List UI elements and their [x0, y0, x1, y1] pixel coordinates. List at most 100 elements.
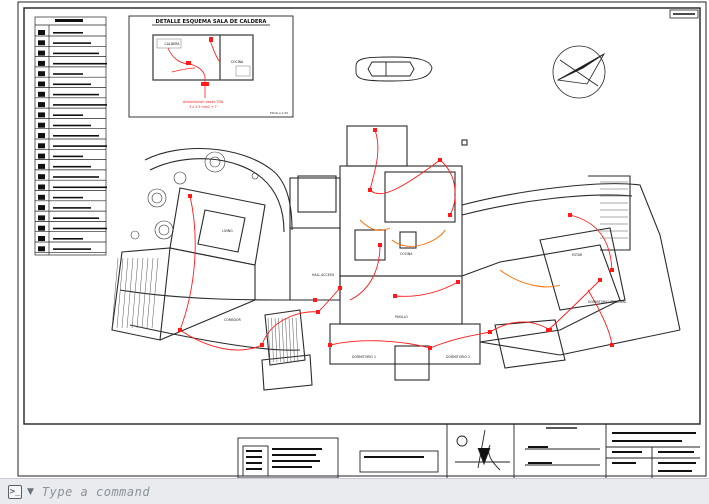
legend-description-bar [53, 42, 91, 44]
legend-symbol-icon [38, 163, 45, 169]
boiler-room-detail: DETALLE ESQUEMA SALA DE CALDERA CALDERA … [128, 15, 294, 118]
deck-plank [141, 257, 149, 329]
electrical-outlet-icon [338, 286, 342, 290]
legend-description-bar [53, 93, 99, 96]
electrical-outlet-icon [316, 310, 320, 314]
command-line-bar: >_ ▼ [0, 478, 709, 504]
legend-description-bar [53, 62, 107, 65]
label-living: LIVING [222, 229, 233, 233]
legend-symbol-icon [38, 246, 45, 252]
legend-symbol-icon [38, 102, 45, 108]
label-dorm1: DORMITORIO 1 [352, 355, 376, 359]
command-input[interactable] [39, 481, 644, 502]
legend-description-bar [53, 207, 91, 209]
car-block [355, 56, 433, 82]
title-block-text-bars [246, 432, 696, 472]
legend-symbol-icon [38, 174, 45, 180]
deck-plank [136, 257, 144, 329]
stair-tread [271, 317, 274, 363]
electrical-outlet-icon [456, 280, 460, 284]
label-estar: ESTAR [572, 253, 583, 257]
title-block-text-bar [528, 446, 548, 448]
legend-symbol-icon [38, 71, 45, 77]
chevron-down-icon[interactable]: ▼ [27, 486, 34, 497]
electrical-outlet-icon [488, 330, 492, 334]
title-block-text-bar [272, 448, 322, 450]
title-block-text-bar [658, 451, 694, 453]
title-block-text-bar [612, 440, 682, 442]
room-labels: COCINA DORMITORIO 1 DORMITORIO 2 DORMITO… [222, 229, 627, 359]
legend-symbol-icon [38, 112, 45, 118]
legend-description-bar [53, 145, 107, 147]
electrical-outlet-icon [328, 343, 332, 347]
electrical-outlet-icon [378, 243, 382, 247]
deck-plank [116, 257, 124, 329]
electrical-outlet-icon [368, 188, 372, 192]
terminal-icon[interactable]: >_ [8, 484, 22, 499]
deck-plank [111, 257, 119, 329]
legend-description-bar [53, 196, 83, 199]
deck-plank [121, 257, 129, 329]
legend-symbol-icon [38, 133, 45, 138]
label-principal: DORMITORIO PRINCIPAL [588, 300, 627, 304]
legend-symbol-icon [38, 153, 45, 159]
title-block-text-bar [272, 466, 312, 468]
title-block-text-bar [272, 460, 320, 462]
legend-symbol-icon [38, 40, 45, 46]
electrical-outlet-icon [610, 343, 614, 347]
legend-symbol-icon [38, 81, 45, 87]
electrical-outlet-icon [568, 213, 572, 217]
legend-description-bar [53, 165, 91, 168]
electrical-outlet-icon [546, 328, 550, 332]
label-pasillo: PASILLO [395, 315, 408, 319]
title-block [24, 423, 700, 478]
stair-tread [295, 317, 299, 363]
title-block-text-bar [246, 450, 262, 452]
cad-drawing-canvas[interactable]: DETALLE ESQUEMA SALA DE CALDERA CALDERA … [0, 0, 709, 478]
legend-symbol-icon [38, 225, 45, 231]
legend-symbol-icon [38, 30, 45, 35]
label-cocina: COCINA [400, 252, 413, 256]
electrical-circuits [179, 129, 613, 351]
legend-symbol-icon [38, 184, 45, 190]
sheet-frame-outer [17, 1, 707, 477]
legend-description-bar [53, 155, 83, 158]
legend-description-bar [53, 248, 91, 250]
title-block-text-bar [246, 462, 262, 464]
detail-note-line2: 3 x 2.5 mm2 + T [189, 105, 218, 109]
title-block-text-bar [246, 468, 262, 470]
legend-symbol-icon [38, 236, 45, 241]
electrical-outlet-icon [598, 278, 602, 282]
electrical-outlet-icon [610, 268, 614, 272]
legend-symbol-icon [38, 50, 45, 56]
electrical-outlet-icon [178, 328, 182, 332]
floor-plan [111, 125, 681, 391]
title-block-text-bar [246, 456, 262, 458]
legend-description-bar [53, 83, 91, 86]
title-block-text-bar [658, 470, 692, 472]
label-hall: HALL ACCESO [312, 273, 335, 277]
legend-description-bar [53, 186, 107, 189]
stair-tread [285, 317, 288, 363]
stair-tread [292, 317, 295, 363]
electrical-outlet-icon [260, 343, 264, 347]
stair-tread [278, 317, 281, 363]
legend-symbol-icon [38, 60, 45, 66]
north-arrow-icon [552, 45, 606, 99]
electrical-outlet-icon [438, 158, 442, 162]
title-block-text-bar [528, 462, 552, 464]
sheet-corner-label [669, 9, 699, 19]
legend-description-bar [53, 176, 99, 178]
title-block-text-bar [658, 462, 696, 464]
detail-caldera-label: CALDERA [165, 42, 181, 46]
deck-plank [151, 257, 159, 329]
label-dorm2: DORMITORIO 2 [446, 355, 470, 359]
legend-description-bar [53, 217, 99, 219]
legend-description-bar [53, 32, 83, 34]
stair-tread [267, 317, 271, 363]
label-comedor: COMEDOR [224, 318, 241, 322]
legend-symbol-icon [38, 215, 45, 221]
sheet-frame-inner [23, 7, 701, 425]
legend-symbol-icon [38, 122, 45, 128]
circuit-devices [178, 128, 614, 350]
